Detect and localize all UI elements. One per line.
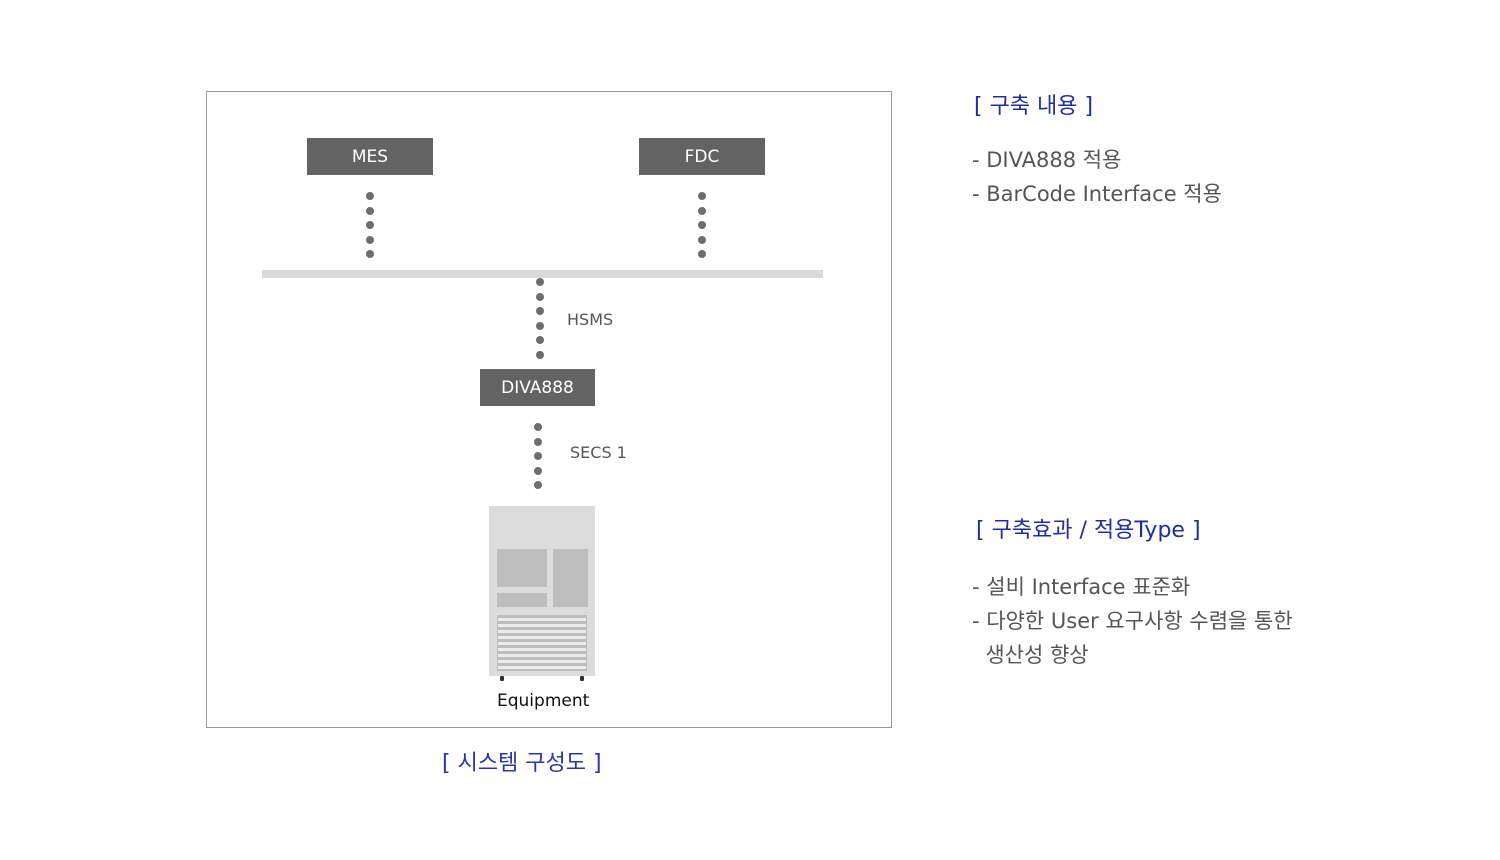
diva888-node: DIVA888 bbox=[480, 369, 595, 406]
contents-list: - DIVA888 적용 - BarCode Interface 적용 bbox=[972, 143, 1222, 211]
secs-label: SECS 1 bbox=[570, 443, 627, 462]
secs-connector bbox=[534, 423, 542, 489]
effects-list: - 설비 Interface 표준화 - 다양한 User 요구사항 수렴을 통… bbox=[972, 570, 1293, 672]
hsms-connector bbox=[536, 278, 544, 359]
mes-node: MES bbox=[307, 138, 433, 175]
effects-heading: [ 구축효과 / 적용Type ] bbox=[976, 518, 1201, 543]
effects-item: 생산성 향상 bbox=[972, 643, 1089, 667]
diagram-frame bbox=[206, 91, 892, 728]
network-bus bbox=[262, 270, 823, 278]
equipment-label: Equipment bbox=[497, 691, 590, 711]
effects-item: - 설비 Interface 표준화 bbox=[972, 575, 1191, 599]
fdc-connector bbox=[698, 192, 706, 258]
fdc-node: FDC bbox=[639, 138, 765, 175]
equipment-icon bbox=[489, 506, 595, 681]
contents-item: - DIVA888 적용 bbox=[972, 148, 1122, 172]
contents-item: - BarCode Interface 적용 bbox=[972, 182, 1222, 206]
diagram-caption: [ 시스템 구성도 ] bbox=[442, 751, 602, 776]
hsms-label: HSMS bbox=[567, 310, 614, 329]
effects-item: - 다양한 User 요구사항 수렴을 통한 bbox=[972, 609, 1293, 633]
contents-heading: [ 구축 내용 ] bbox=[974, 94, 1094, 119]
mes-connector bbox=[366, 192, 374, 258]
